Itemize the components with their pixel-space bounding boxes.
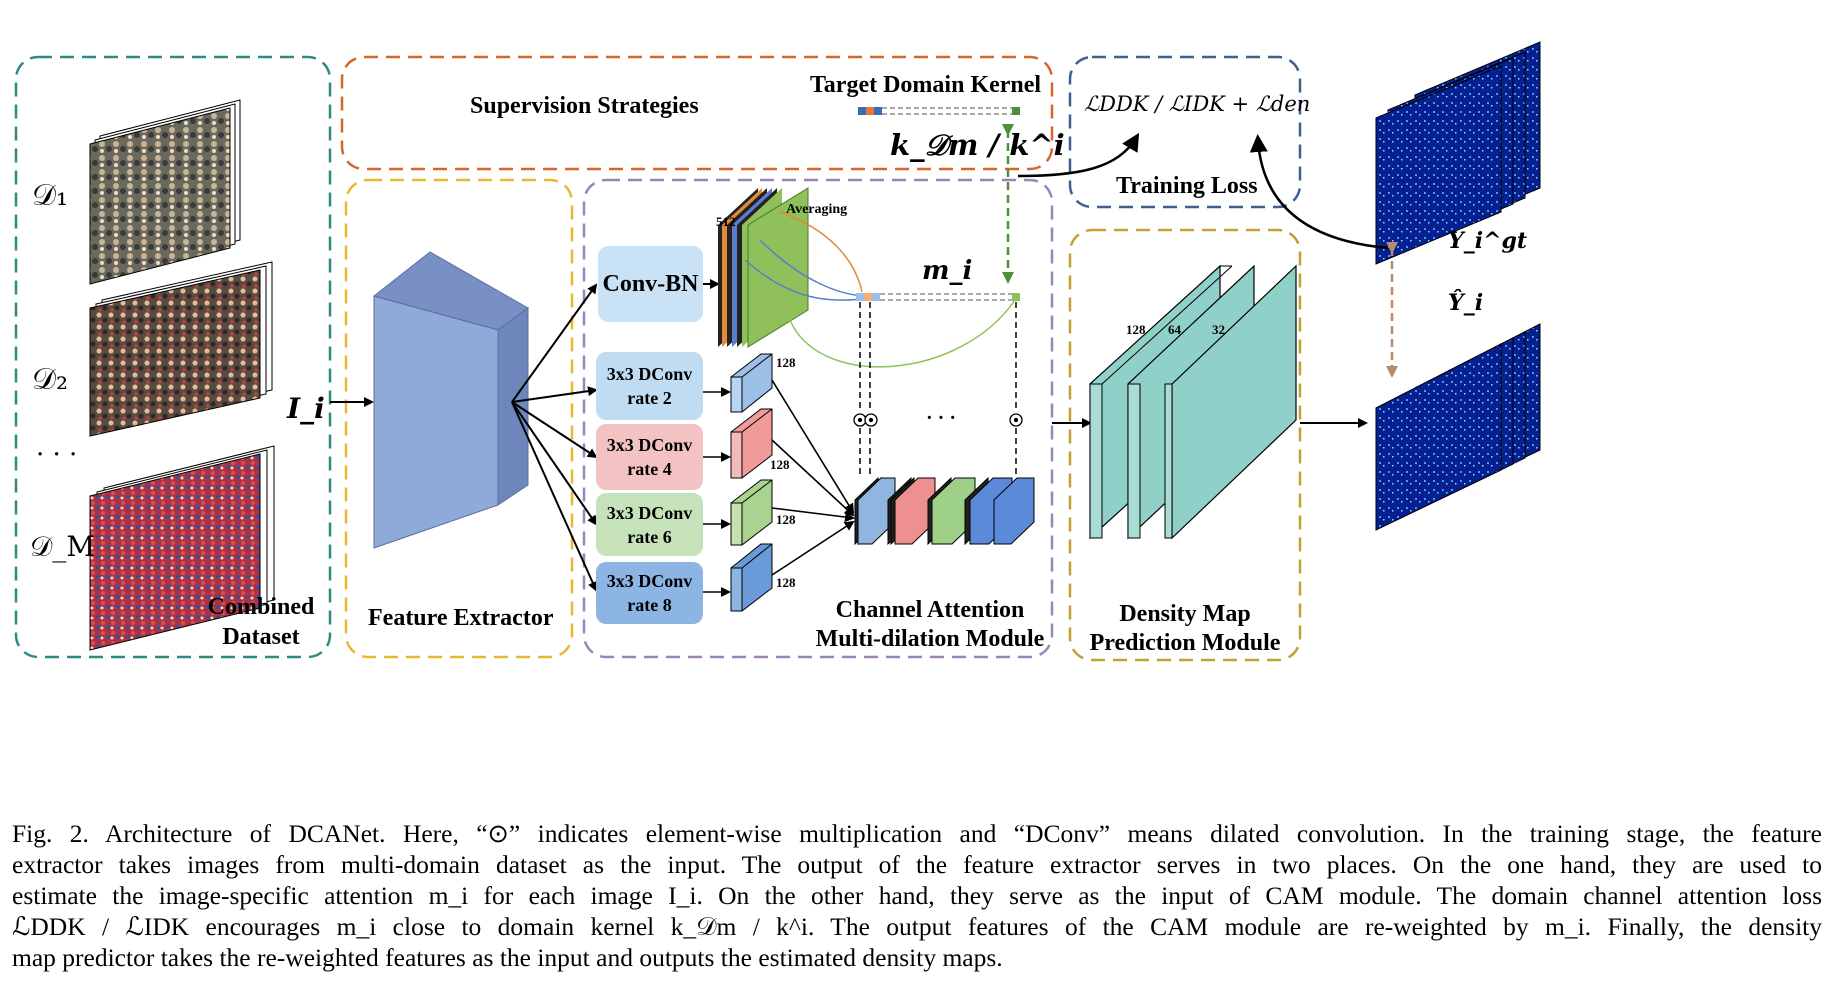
supervision-strategies-label: Supervision Strategies bbox=[470, 93, 699, 119]
dconv-output-rate6 bbox=[730, 479, 773, 546]
cam-module-box bbox=[582, 178, 1054, 659]
channel-count-rate8: 128 bbox=[776, 575, 796, 590]
branch-arrows bbox=[511, 283, 598, 592]
training-loss-label: Training Loss bbox=[1116, 173, 1258, 199]
dataset-label-m: 𝒟_M bbox=[30, 530, 96, 563]
mi-label: m_i bbox=[922, 256, 973, 286]
caption-line: extractor takes images from multi-domain… bbox=[12, 850, 1822, 879]
density-channel-128: 128 bbox=[1126, 322, 1146, 337]
combined-dataset-box bbox=[14, 55, 332, 659]
dataset-label-1: 𝒟₁ bbox=[32, 178, 68, 213]
kernel-formula-label: k_𝒟m / k^i bbox=[890, 128, 1065, 162]
density-channel-64: 64 bbox=[1168, 322, 1181, 337]
dataset-ellipsis: · · · bbox=[36, 440, 78, 470]
dataset-image-stack-1 bbox=[89, 99, 241, 285]
dconv-output-rate8 bbox=[730, 543, 773, 612]
caption-line: estimate the image-specific attention m_… bbox=[12, 881, 1822, 910]
mi-dashed-lines bbox=[859, 302, 1017, 478]
channel-count-rate6: 128 bbox=[776, 512, 796, 527]
prediction-label: Ŷ_i bbox=[1448, 290, 1484, 316]
dconv-output-rate4 bbox=[730, 408, 773, 479]
channel-count-rate2: 128 bbox=[776, 355, 796, 370]
density-module-box bbox=[1068, 228, 1302, 662]
output-to-loss-arrow bbox=[1249, 134, 1389, 250]
input-image-label: I_i bbox=[287, 392, 325, 425]
target-domain-kernel-label: Target Domain Kernel bbox=[810, 72, 1042, 98]
dconv-branch-arrows bbox=[703, 379, 855, 597]
concatenated-features bbox=[854, 476, 1035, 546]
cam-ellipsis: · · · bbox=[926, 407, 957, 429]
feature-extractor-block bbox=[372, 251, 529, 549]
ground-truth-density-map bbox=[1375, 41, 1541, 265]
conv-bn-block: Conv-BN bbox=[598, 246, 703, 322]
channel-count-512: 512 bbox=[716, 214, 736, 229]
feature-stack-512 bbox=[718, 187, 809, 348]
caption-line: map predictor takes the re-weighted feat… bbox=[12, 943, 1003, 972]
dataset-label-2: 𝒟₂ bbox=[32, 362, 68, 397]
density-layer-32 bbox=[1164, 264, 1297, 540]
density-channel-32: 32 bbox=[1212, 322, 1225, 337]
caption-line: Fig. 2. Architecture of DCANet. Here, “⊙… bbox=[12, 819, 1822, 848]
loss-formula-label: ℒDDK / ℒIDK + ℒden bbox=[1084, 92, 1311, 116]
kernel-to-loss-arrow bbox=[1017, 132, 1140, 178]
feature-extractor-label: Feature Extractor bbox=[368, 605, 554, 631]
figure-caption: Fig. 2. Architecture of DCANet. Here, “⊙… bbox=[12, 818, 1822, 973]
target-kernel-vector bbox=[858, 107, 1020, 115]
dconv-output-rate2 bbox=[730, 353, 773, 413]
attention-vector-mi bbox=[856, 293, 1020, 301]
channel-count-rate4: 128 bbox=[770, 457, 790, 472]
multiply-nodes bbox=[853, 413, 1023, 427]
training-loss-box bbox=[1068, 55, 1302, 209]
dataset-image-stack-2 bbox=[89, 261, 273, 437]
supervision-box bbox=[340, 55, 1054, 171]
feature-extractor-box bbox=[344, 178, 574, 659]
predicted-density-map bbox=[1375, 323, 1541, 531]
averaging-label: Averaging bbox=[786, 202, 848, 217]
ground-truth-label: Y_i^gt bbox=[1448, 228, 1528, 254]
caption-line: ℒDDK / ℒIDK encourages m_i close to doma… bbox=[12, 912, 1822, 941]
dataset-image-stack-3 bbox=[89, 445, 275, 651]
